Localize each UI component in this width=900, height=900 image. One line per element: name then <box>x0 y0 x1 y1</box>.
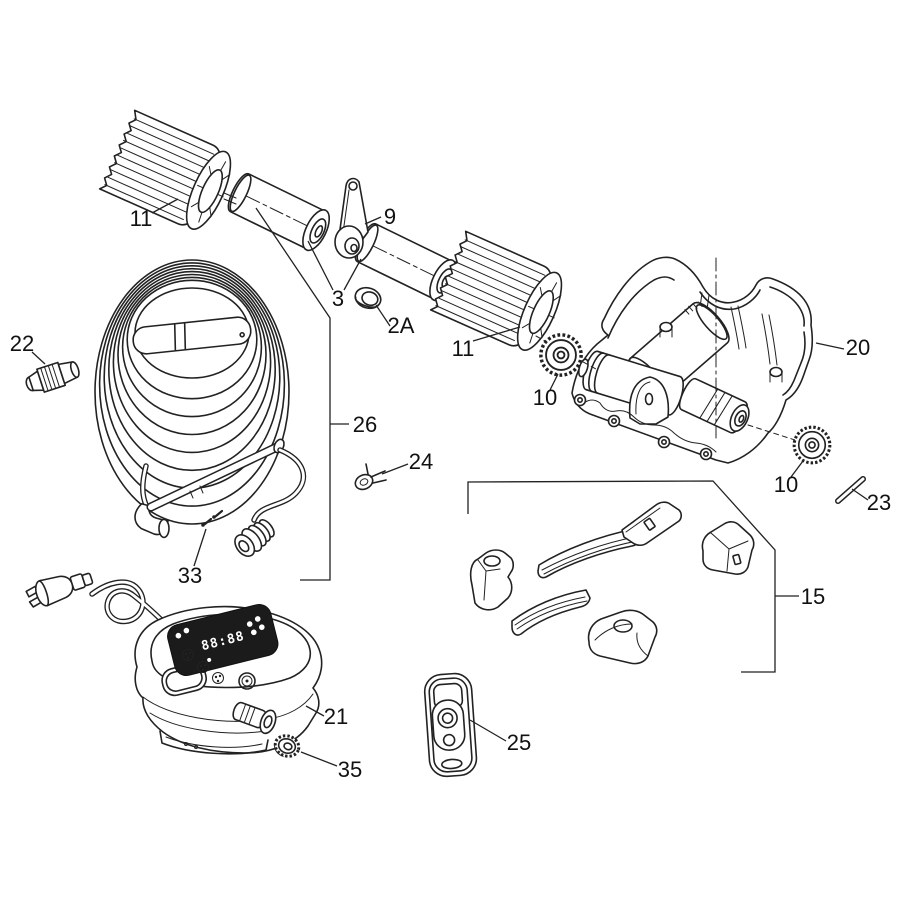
callout-labels: 11 9 3 2A 11 10 20 22 26 24 23 10 15 33 … <box>10 204 891 782</box>
panel-buttons[interactable] <box>182 649 256 690</box>
part-floating-cable-coil <box>94 259 307 558</box>
callout-label-gear-left: 10 <box>533 385 557 410</box>
part-body-housing <box>571 256 814 464</box>
callout-label-brush-left: 11 <box>130 206 153 231</box>
control-panel: 88:88 <box>167 604 279 677</box>
callout-label-handheld-remote: 25 <box>507 730 531 755</box>
part-gear-left <box>539 333 583 377</box>
power-button-icon[interactable] <box>238 672 256 690</box>
part-drive-pin <box>835 476 866 504</box>
callout-label-gear-right: 10 <box>774 472 798 497</box>
kit-blade-upper <box>537 528 642 579</box>
part-cord-fitting <box>273 734 301 758</box>
part-gear-right <box>792 425 832 465</box>
callout-label-hose-connector: 22 <box>10 331 34 356</box>
callout-leaders <box>31 198 869 767</box>
callout-label-cord-fitting: 35 <box>338 757 362 782</box>
kit-corner-piece-left <box>469 549 515 611</box>
callout-label-drive-pin: 23 <box>867 490 891 515</box>
part-brush-left <box>98 109 242 237</box>
part-hose-connector <box>25 361 80 393</box>
kit-wedge-right <box>701 521 755 575</box>
power-plug <box>25 572 94 608</box>
kit-angled-block <box>621 501 683 547</box>
cable-swivel-connector <box>234 519 275 558</box>
callout-label-body-housing: 20 <box>846 335 870 360</box>
callout-label-cable-clamp: 24 <box>409 449 433 474</box>
axis-dashed-right <box>747 424 796 441</box>
speed-button-icon[interactable] <box>197 661 209 673</box>
motor-cylinder-right <box>678 377 750 434</box>
timer-button-icon[interactable] <box>212 672 224 684</box>
kit-corner-piece-bottom <box>587 609 658 665</box>
part-power-supply: 88:88 <box>25 572 323 755</box>
cable-elbow <box>134 502 170 539</box>
part-roller-assembly <box>98 109 573 358</box>
part-pulley-arm <box>334 177 369 259</box>
callout-label-screw-set: 33 <box>178 563 202 588</box>
power-supply-tray <box>159 730 269 755</box>
callout-label-brush-right: 11 <box>452 336 475 361</box>
callout-label-bushing: 2A <box>388 313 415 338</box>
cable-float <box>132 316 252 355</box>
callout-label-floating-cable: 26 <box>353 412 377 437</box>
part-cable-clamp <box>354 463 387 491</box>
kit-blade-lower <box>511 589 591 636</box>
callout-label-pulley-arm: 9 <box>384 204 396 229</box>
callout-label-scrubber-kit: 15 <box>801 584 825 609</box>
hose-port <box>232 701 277 735</box>
part-handheld-remote <box>423 672 478 778</box>
part-bushing <box>354 286 382 310</box>
base-plate-screws <box>573 393 713 461</box>
part-screw-set <box>201 509 224 527</box>
mode-button-icon[interactable] <box>182 649 194 661</box>
part-scrubber-kit <box>469 501 755 665</box>
callout-label-bearing: 3 <box>332 286 344 311</box>
callout-label-power-supply: 21 <box>324 704 348 729</box>
